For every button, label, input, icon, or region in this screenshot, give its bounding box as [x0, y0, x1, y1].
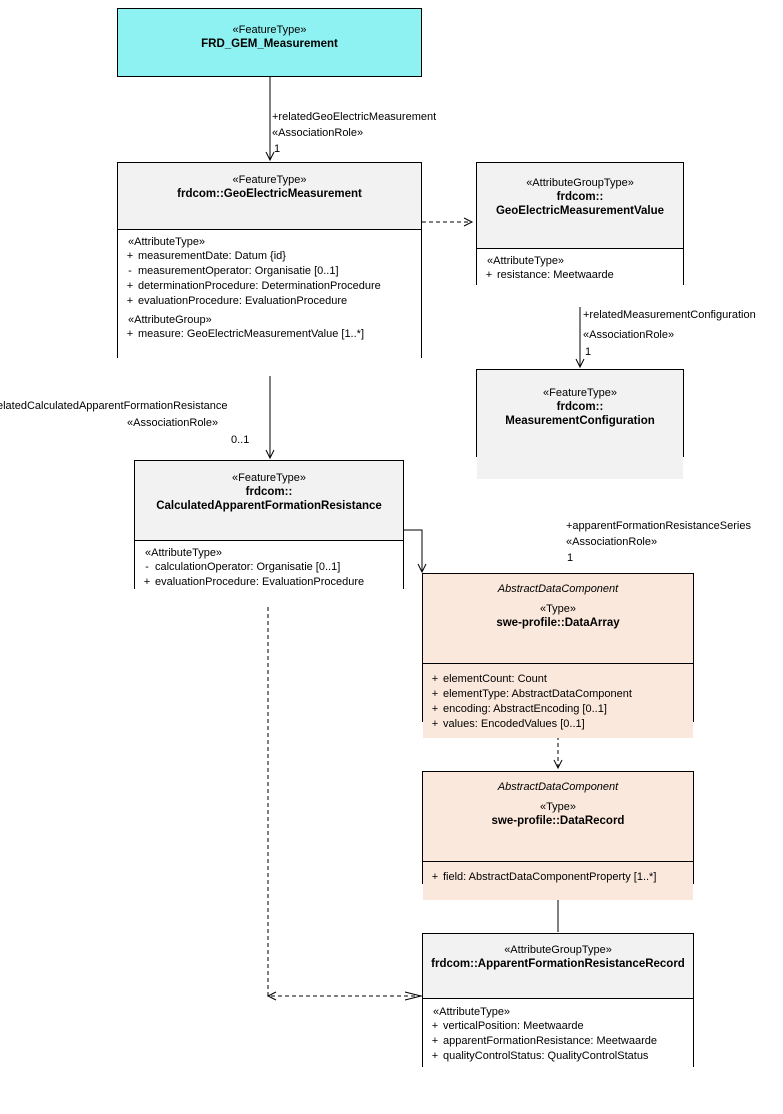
class-frd-gem-measurement[interactable]: «FeatureType» FRD_GEM_Measurement	[117, 8, 422, 77]
attribute-row: + encoding: AbstractEncoding [0..1]	[427, 702, 689, 717]
attribute-group-label: «AttributeType»	[145, 547, 223, 559]
attribute-row: -calculationOperator: Organisatie [0..1]	[139, 560, 399, 575]
attribute-text: evaluationProcedure: EvaluationProcedure	[155, 576, 365, 588]
class-calculatedapparentformationresistance[interactable]: «FeatureType» frdcom:: CalculatedApparen…	[134, 460, 404, 607]
attribute-row: + determinationProcedure: DeterminationPr…	[122, 279, 417, 294]
attribute-text: measurementDate: Datum {id}	[138, 250, 286, 262]
attribute-text: resistance: Meetwaarde	[497, 269, 614, 281]
attribute-row: + evaluationProcedure: EvaluationProcedur…	[139, 575, 399, 590]
visibility: +	[431, 1035, 439, 1047]
attribute-text: measure: GeoElectricMeasurementValue [1.…	[138, 328, 365, 340]
class-stereotype: «FeatureType»	[543, 387, 617, 399]
attribute-row: + measure: GeoElectricMeasurementValue [1…	[122, 327, 417, 342]
connector-label-relatedMeasurementConfiguration-multiplicity: 1	[585, 346, 592, 358]
class-name: swe-profile::DataRecord	[491, 815, 625, 827]
attribute-row: + evaluationProcedure: EvaluationProcedur…	[122, 294, 417, 309]
attribute-row: + elementType: AbstractDataComponent	[427, 687, 689, 702]
class-stereotype: «Type»	[539, 801, 577, 813]
visibility: +	[126, 295, 134, 307]
visibility: +	[431, 871, 439, 883]
attribute-group-label: «AttributeType»	[433, 1006, 511, 1018]
class-name-line1: frdcom::	[556, 191, 604, 203]
class-name-line1: frdcom::	[245, 486, 293, 498]
visibility: +	[431, 1050, 439, 1062]
attribute-text: encoding: AbstractEncoding [0..1]	[443, 703, 607, 715]
attribute-row: + qualityControlStatus: QualityControlSta…	[427, 1049, 689, 1064]
class-stereotype: «FeatureType»	[232, 174, 307, 186]
visibility: +	[126, 280, 134, 292]
connector-label-relatedMeasurementConfiguration-stereotype: «AssociationRole»	[583, 329, 675, 341]
attribute-row: + resistance: Meetwaarde	[481, 268, 679, 283]
connector-label-relatedGeoElectricMeasurement-role: +relatedGeoElectricMeasurement	[272, 111, 437, 123]
visibility: +	[485, 269, 493, 281]
class-name: FRD_GEM_Measurement	[201, 38, 338, 50]
class-geoelectricmeasurementvalue[interactable]: «AttributeGroupType» frdcom:: GeoElectri…	[476, 162, 684, 307]
attribute-row: -measurementOperator: Organisatie [0..1]	[122, 264, 417, 279]
attribute-row: + measurementDate: Datum {id}	[122, 249, 417, 264]
attribute-row: + elementCount: Count	[427, 672, 689, 687]
connector-label-apparentFormationResistanceSeries-multiplicity: 1	[567, 552, 574, 564]
connector-label-relatedCalculatedApparentFormationResistance-multiplicity: 0..1	[231, 434, 250, 446]
attribute-row: + apparentFormationResistance: Meetwaarde	[427, 1034, 689, 1049]
class-stereotype: «FeatureType»	[232, 24, 307, 36]
visibility: +	[431, 673, 439, 685]
class-abstract-label: AbstractDataComponent	[497, 781, 619, 793]
visibility: +	[431, 688, 439, 700]
class-name: swe-profile::DataArray	[496, 617, 620, 629]
visibility: -	[145, 561, 149, 573]
attribute-text: determinationProcedure: DeterminationPro…	[138, 280, 381, 292]
attribute-text: elementCount: Count	[443, 673, 547, 685]
connector-label-relatedGeoElectricMeasurement-stereotype: «AssociationRole»	[272, 127, 364, 139]
visibility: +	[126, 250, 134, 262]
attribute-group-label: «AttributeType»	[128, 236, 206, 248]
class-geoelectricmeasurement[interactable]: «FeatureType» frdcom::GeoElectricMeasure…	[117, 162, 422, 376]
attribute-text: measurementOperator: Organisatie [0..1]	[138, 265, 339, 277]
attribute-group-label: «AttributeType»	[487, 255, 565, 267]
class-abstract-label: AbstractDataComponent	[497, 583, 619, 595]
class-stereotype: «AttributeGroupType»	[504, 944, 612, 956]
connector-label-apparentFormationResistanceSeries-role: +apparentFormationResistanceSeries	[566, 520, 751, 532]
connector-label-relatedMeasurementConfiguration-role: +relatedMeasurementConfiguration	[583, 309, 756, 321]
attribute-text: evaluationProcedure: EvaluationProcedure	[138, 295, 348, 307]
attribute-text: verticalPosition: Meetwaarde	[443, 1020, 584, 1032]
class-stereotype: «Type»	[539, 603, 577, 615]
connector-label-relatedCalculatedApparentFormationResistance-stereotype: «AssociationRole»	[127, 417, 219, 429]
attribute-text: elementType: AbstractDataComponent	[443, 688, 632, 700]
class-name-line2: CalculatedApparentFormationResistance	[156, 500, 382, 512]
class-name: frdcom::ApparentFormationResistanceRecor…	[431, 958, 685, 970]
attribute-text: apparentFormationResistance: Meetwaarde	[443, 1035, 658, 1047]
class-dataarray[interactable]: AbstractDataComponent «Type» swe-profile…	[422, 573, 694, 738]
visibility: +	[143, 576, 151, 588]
connector-label-apparentFormationResistanceSeries-stereotype: «AssociationRole»	[566, 536, 658, 548]
attribute-text: values: EncodedValues [0..1]	[443, 718, 585, 730]
class-name: frdcom::GeoElectricMeasurement	[177, 188, 362, 200]
attribute-row: + values: EncodedValues [0..1]	[427, 717, 689, 732]
connector-label-relatedGeoElectricMeasurement-multiplicity: 1	[274, 143, 281, 155]
class-name-line1: frdcom::	[556, 401, 604, 413]
class-stereotype: «FeatureType»	[232, 472, 306, 484]
visibility: +	[126, 328, 134, 340]
class-name-line2: MeasurementConfiguration	[505, 415, 655, 427]
visibility: +	[431, 1020, 439, 1032]
class-measurementconfiguration[interactable]: «FeatureType» frdcom:: MeasurementConfig…	[476, 369, 684, 479]
attribute-text: qualityControlStatus: QualityControlStat…	[443, 1050, 649, 1062]
attribute-text: calculationOperator: Organisatie [0..1]	[155, 561, 341, 573]
attribute-group-label: «AttributeGroup»	[128, 314, 212, 326]
class-name-line2: GeoElectricMeasurementValue	[495, 205, 665, 217]
class-stereotype: «AttributeGroupType»	[526, 177, 634, 189]
visibility: +	[431, 718, 439, 730]
class-apparentformationresistancerecord[interactable]: «AttributeGroupType» frdcom::ApparentFor…	[422, 933, 694, 1084]
visibility: +	[431, 703, 439, 715]
class-datarecord[interactable]: AbstractDataComponent «Type» swe-profile…	[422, 771, 694, 900]
attribute-text: field: AbstractDataComponentProperty [1.…	[443, 871, 657, 883]
attribute-row: + verticalPosition: Meetwaarde	[427, 1019, 689, 1034]
visibility: -	[128, 265, 132, 277]
connector-label-relatedCalculatedApparentFormationResistance-role: elatedCalculatedApparentFormationResista…	[0, 400, 228, 412]
attribute-row: + field: AbstractDataComponentProperty [1…	[427, 870, 689, 885]
